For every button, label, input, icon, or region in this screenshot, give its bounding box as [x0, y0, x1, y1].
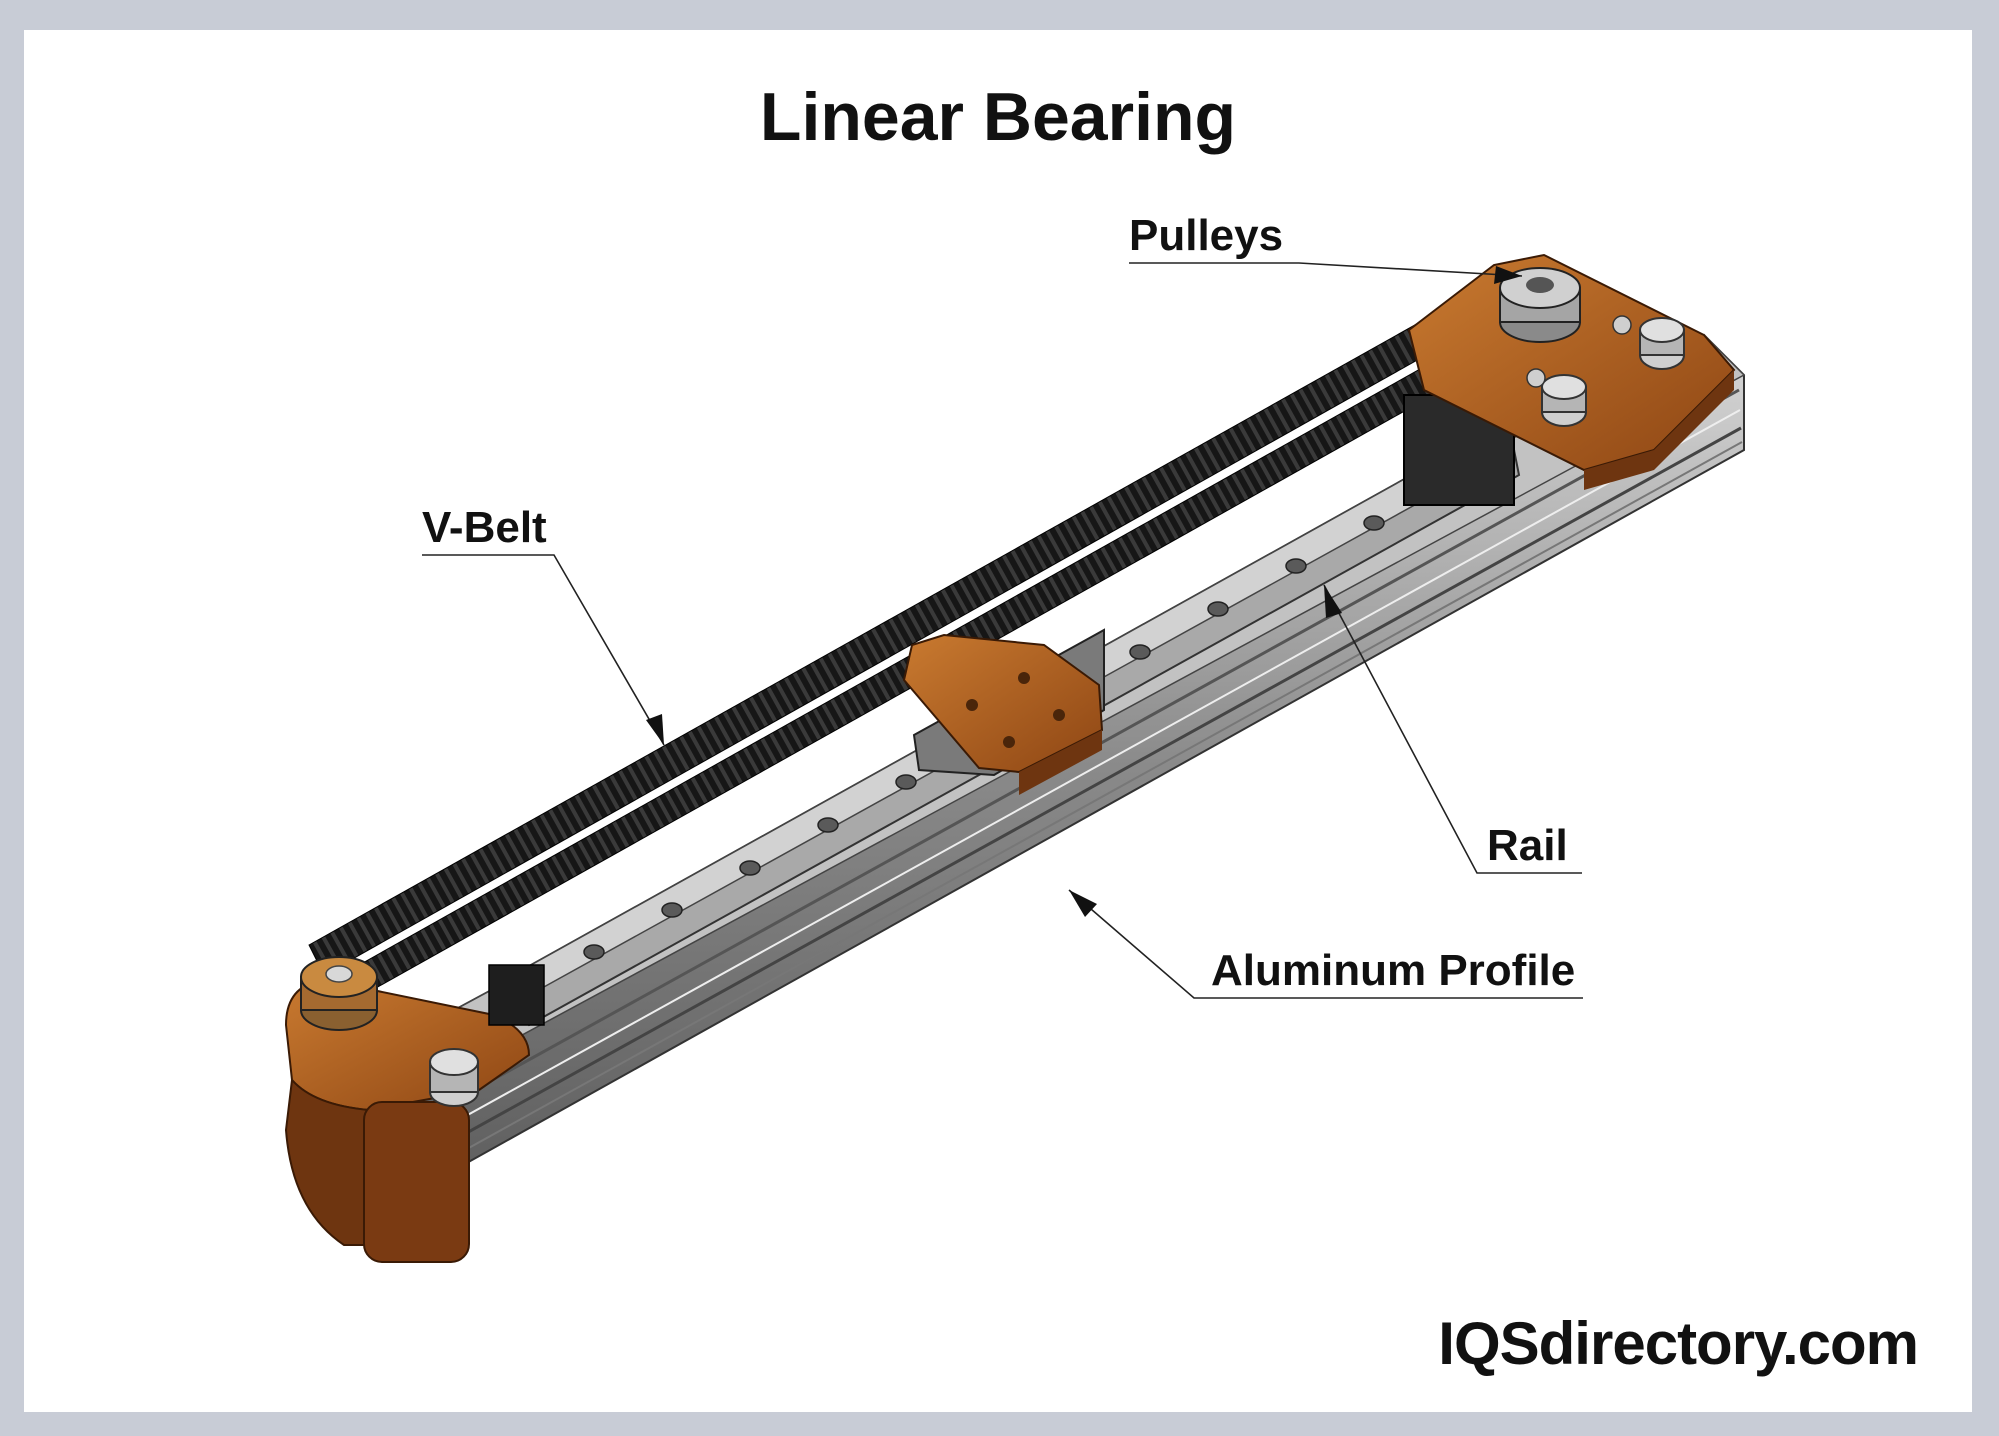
cap-screw	[1639, 317, 1685, 370]
callout-rail: Rail	[1323, 584, 1582, 874]
callout-aluminum-profile: Aluminum Profile	[1068, 889, 1583, 999]
cap-screw	[429, 1048, 479, 1107]
label-v-belt: V-Belt	[422, 503, 547, 552]
label-aluminum-profile: Aluminum Profile	[1211, 946, 1575, 995]
diagram-title: Linear Bearing	[759, 79, 1237, 155]
callout-pulleys: Pulleys	[1129, 211, 1523, 284]
callout-v-belt: V-Belt	[422, 503, 665, 746]
carriage-block	[902, 628, 1105, 795]
iqsdirectory-watermark: IQSdirectory.com	[1438, 1310, 1919, 1377]
label-pulleys: Pulleys	[1129, 211, 1283, 260]
pulley-right	[1499, 267, 1581, 343]
rail-mounting-holes	[583, 477, 1453, 960]
diagram-frame: Linear Bearing	[24, 30, 1972, 1412]
pulley-left	[300, 956, 378, 1031]
right-end-bracket	[1407, 253, 1736, 490]
cap-screw	[1541, 374, 1587, 427]
linear-bearing-illustration: Pulleys V-Belt Rail Aluminum Profile	[284, 211, 1746, 1263]
left-end-bracket	[284, 964, 545, 1263]
label-rail: Rail	[1487, 821, 1568, 870]
